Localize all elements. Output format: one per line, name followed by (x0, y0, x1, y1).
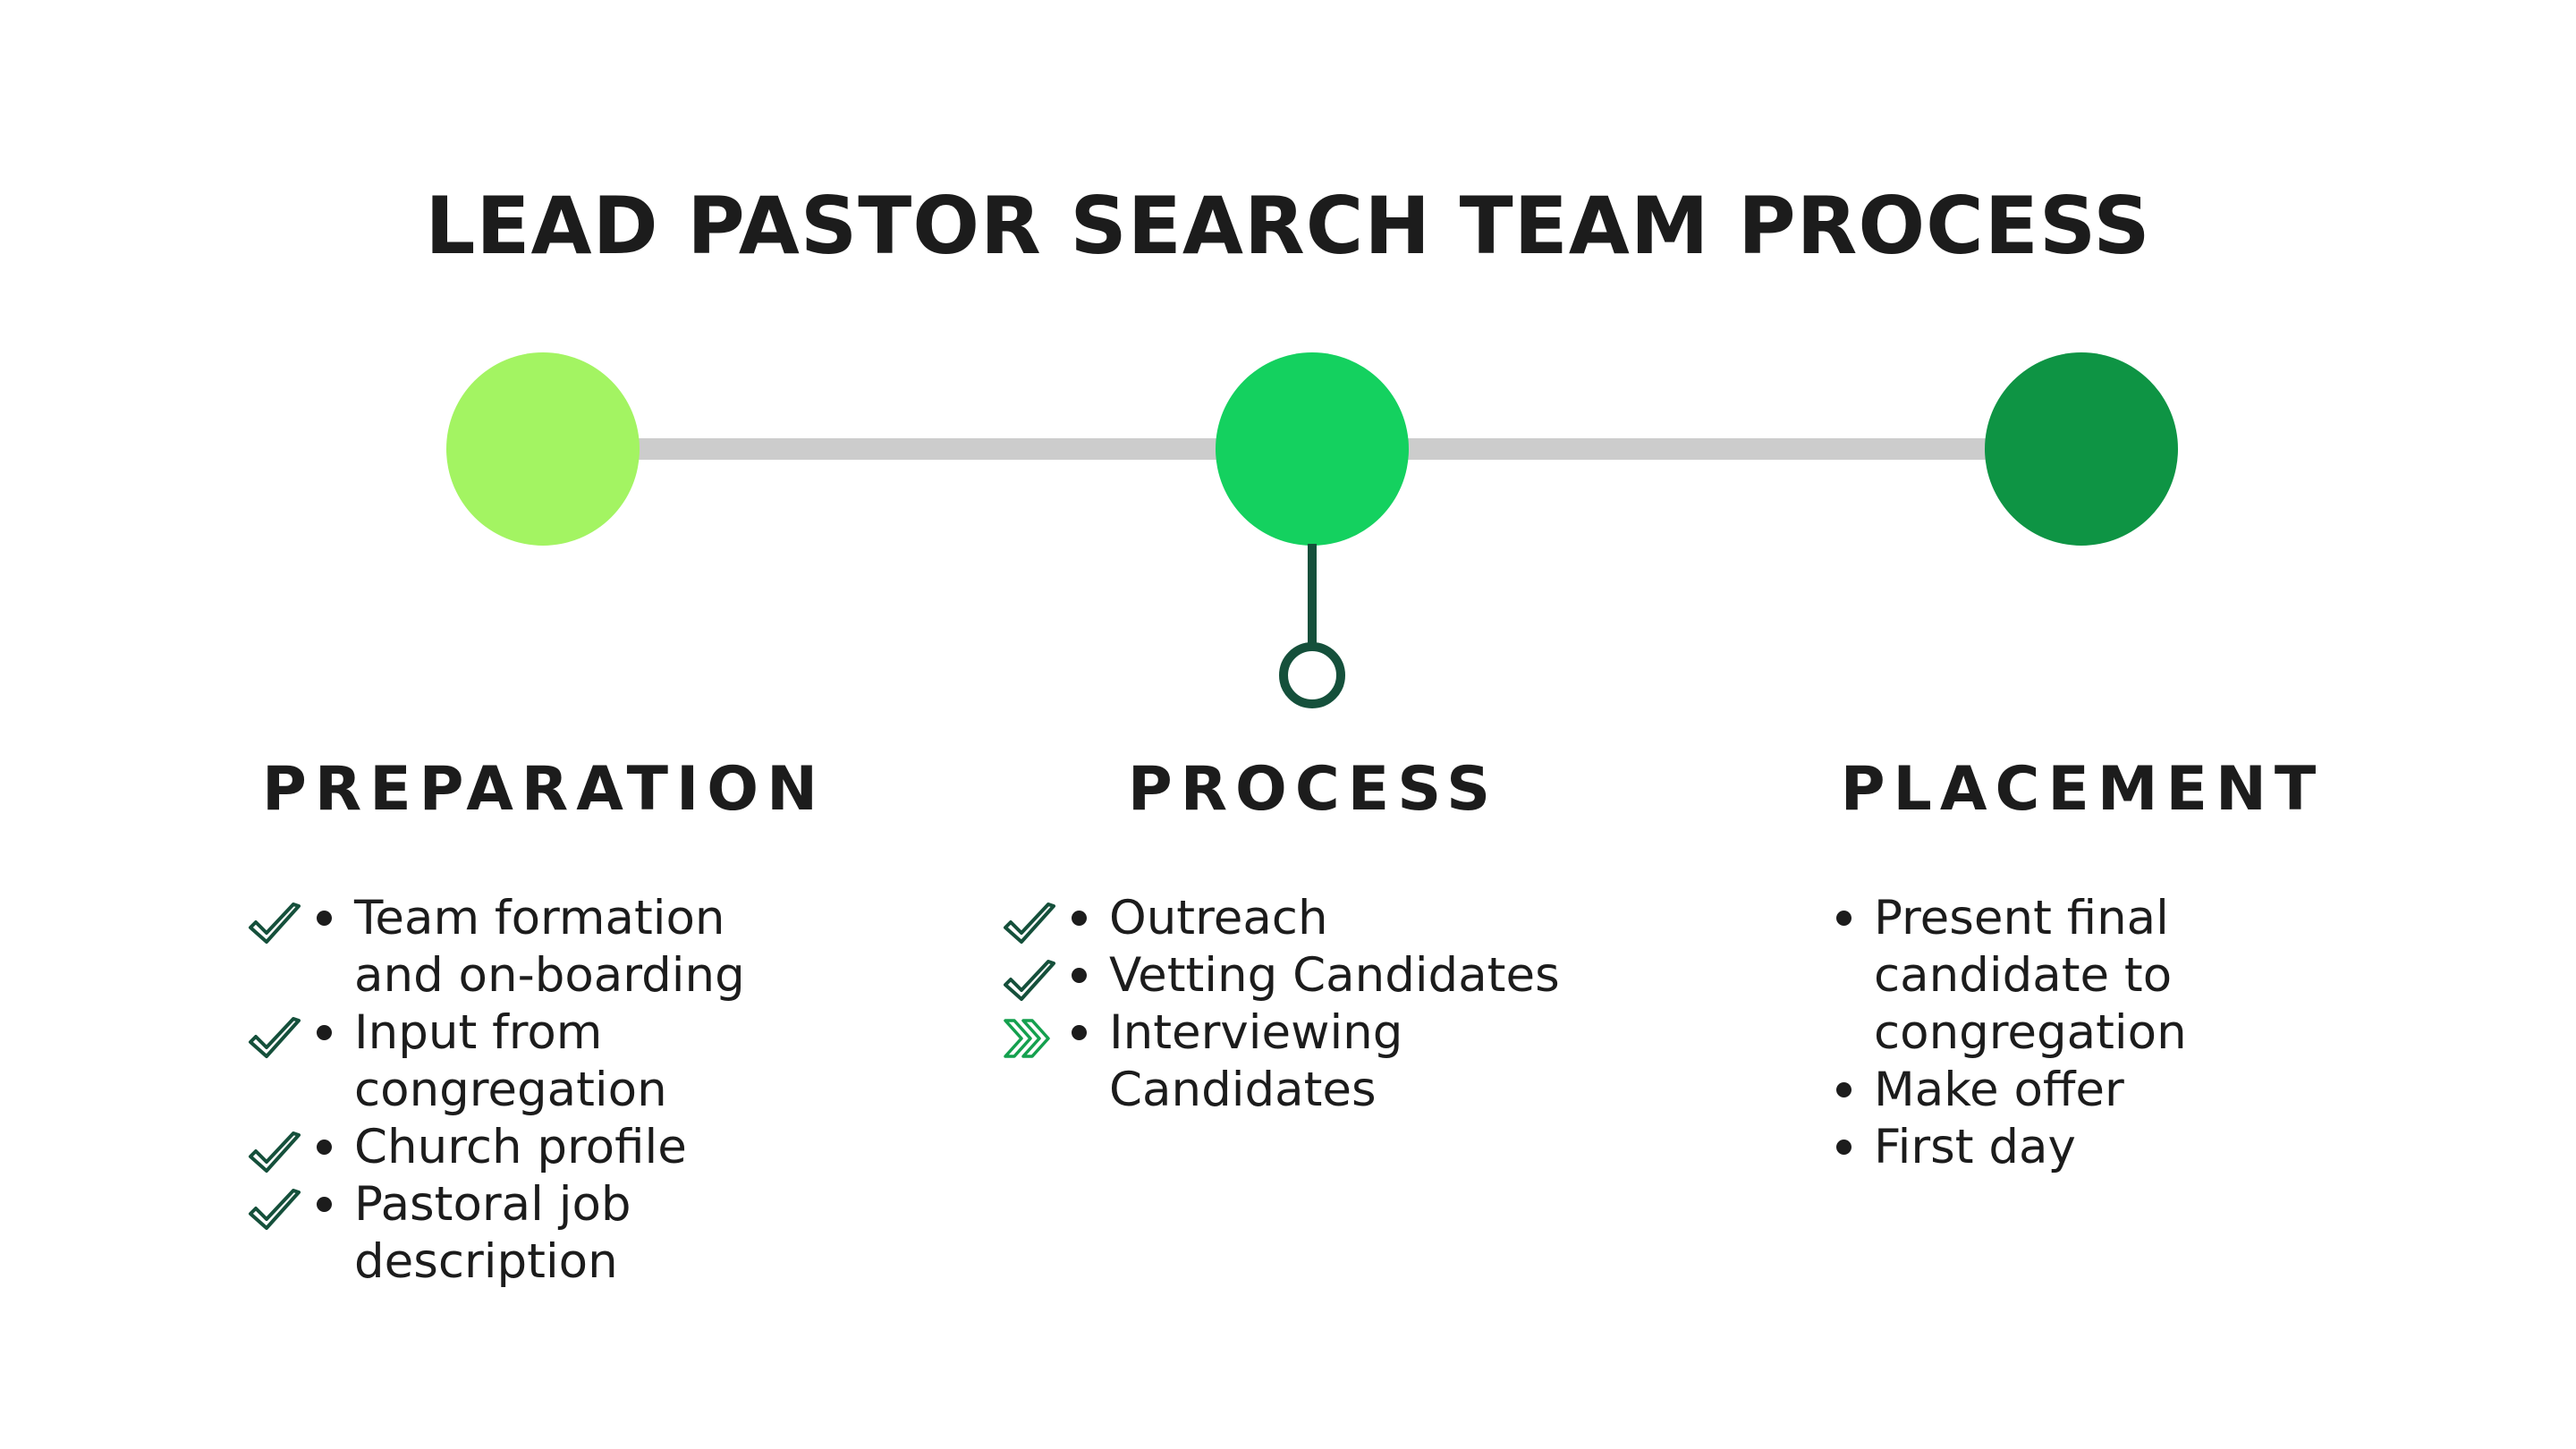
process-list: Outreach Vetting Candidates Interviewing… (1002, 890, 1682, 1119)
list-item-text: Pastoral job description (354, 1177, 631, 1289)
list-item: Team formation and on-boarding (247, 890, 801, 1004)
list-item: Pastoral job description (247, 1176, 801, 1291)
list-item: Church profile (247, 1119, 801, 1176)
check-icon (1004, 902, 1055, 944)
current-stage-marker (1279, 642, 1345, 708)
bullet-dot (317, 1140, 332, 1155)
timeline-connector-2 (1306, 438, 2093, 460)
list-item-text: Input from congregation (354, 1005, 667, 1117)
page-title: LEAD PASTOR SEARCH TEAM PROCESS (425, 180, 2151, 272)
list-item: Present final candidate to congregation (1767, 890, 2321, 1062)
check-icon (249, 1131, 301, 1173)
list-item-text: Interviewing Candidates (1109, 1005, 1403, 1117)
list-item-text: Outreach (1109, 891, 1328, 945)
check-icon (249, 1189, 301, 1230)
list-item-text: Team formation and on-boarding (354, 891, 745, 1003)
list-item-text: Vetting Candidates (1109, 948, 1560, 1003)
list-item: Outreach (1002, 890, 1682, 947)
list-item-text: Church profile (354, 1120, 687, 1174)
preparation-list: Team formation and on-boarding Input fro… (247, 890, 801, 1291)
list-item-text: Present final candidate to congregation (1874, 891, 2187, 1060)
stage-node-process (1216, 352, 1409, 546)
bullet-dot (317, 911, 332, 926)
double-chevron-right-icon (1004, 1019, 1050, 1058)
bullet-dot (317, 1025, 332, 1040)
bullet-dot (1072, 1025, 1087, 1040)
bullet-dot (1836, 1140, 1852, 1155)
stage-heading-process: PROCESS (1127, 754, 1499, 825)
list-item: Make offer (1767, 1062, 2321, 1119)
list-item: Interviewing Candidates (1002, 1004, 1485, 1119)
timeline-connector-1 (537, 438, 1324, 460)
check-icon (1004, 960, 1055, 1001)
check-icon (249, 902, 301, 944)
list-item: Vetting Candidates (1002, 947, 1682, 1004)
stage-node-placement (1985, 352, 2178, 546)
bullet-dot (1836, 1082, 1852, 1097)
placement-list: Present final candidate to congregation … (1767, 890, 2321, 1176)
list-item: First day (1767, 1119, 2321, 1176)
bullet-dot (1072, 911, 1087, 926)
list-item-text: Make offer (1874, 1063, 2124, 1117)
bullet-dot (1836, 911, 1852, 926)
list-item-text: First day (1874, 1120, 2076, 1174)
stage-node-preparation (446, 352, 640, 546)
bullet-dot (1072, 968, 1087, 983)
stage-heading-placement: PLACEMENT (1840, 754, 2325, 825)
list-item: Input from congregation (247, 1004, 801, 1119)
bullet-dot (317, 1197, 332, 1212)
check-icon (249, 1017, 301, 1058)
stage-heading-preparation: PREPARATION (262, 754, 826, 825)
